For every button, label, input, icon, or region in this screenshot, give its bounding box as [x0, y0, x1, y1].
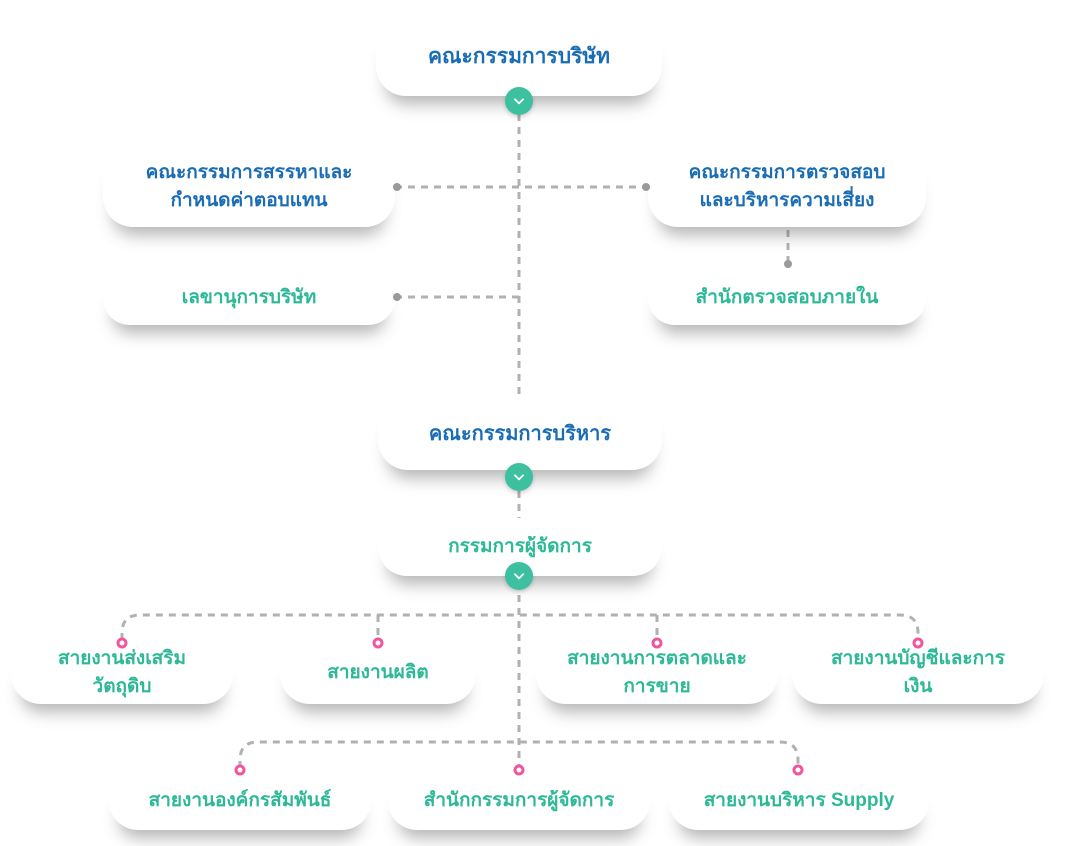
- node-managing-director-label: กรรมการผู้จัดการ: [448, 536, 592, 558]
- node-internal-audit-office-label: สำนักตรวจสอบภายใน: [695, 287, 879, 309]
- node-board-of-directors: คณะกรรมการบริษัท: [376, 18, 662, 96]
- node-marketing-sales-division: สายงานการตลาดและการขาย: [536, 642, 778, 704]
- node-executive-board-label: คณะกรรมการบริหาร: [428, 422, 612, 445]
- node-audit-risk-label: คณะกรรมการตรวจสอบและบริหารความเสี่ยง: [688, 162, 886, 211]
- chevron-down-icon: [514, 98, 524, 105]
- node-nomination-remuneration-label: คณะกรรมการสรรหาและกำหนดค่าตอบแทน: [145, 162, 353, 211]
- node-managing-director-office: สำนักกรรมการผู้จัดการ: [388, 772, 650, 830]
- node-production-label: สายงานผลิต: [327, 662, 429, 684]
- node-corporate-relations-division: สายงานองค์กรสัมพันธ์: [109, 772, 371, 830]
- node-accounting-finance-label: สายงานบัญชีและการเงิน: [831, 648, 1005, 697]
- connector-rail-row1: [120, 613, 920, 640]
- node-supply-management-label: สายงานบริหาร Supply: [703, 790, 895, 812]
- node-company-secretary-label: เลขานุการบริษัท: [181, 287, 317, 309]
- connector-rail-row2: [238, 740, 800, 768]
- node-executive-board: คณะกรรมการบริหาร: [378, 398, 662, 470]
- node-accounting-finance-division: สายงานบัญชีและการเงิน: [792, 642, 1044, 704]
- chevron-down-icon: [514, 573, 524, 580]
- node-internal-audit-office: สำนักตรวจสอบภายใน: [648, 271, 926, 325]
- node-raw-material-label: สายงานส่งเสริมวัตถุดิบ: [57, 648, 187, 697]
- node-raw-material-promotion-division: สายงานส่งเสริมวัตถุดิบ: [11, 642, 233, 704]
- node-company-secretary: เลขานุการบริษัท: [103, 271, 395, 325]
- node-supply-management-division: สายงานบริหาร Supply: [669, 772, 929, 830]
- executive-board-collapse-toggle[interactable]: [505, 463, 533, 491]
- node-audit-risk-committee: คณะกรรมการตรวจสอบและบริหารความเสี่ยง: [648, 147, 926, 227]
- gray-dot-internal-audit: [784, 260, 792, 268]
- node-marketing-sales-label: สายงานการตลาดและการขาย: [567, 648, 747, 697]
- managing-director-collapse-toggle[interactable]: [505, 562, 533, 590]
- node-corporate-relations-label: สายงานองค์กรสัมพันธ์: [148, 790, 332, 812]
- chevron-down-icon: [514, 474, 524, 481]
- node-board-of-directors-label: คณะกรรมการบริษัท: [427, 44, 610, 68]
- board-collapse-toggle[interactable]: [505, 87, 533, 115]
- node-production-division: สายงานผลิต: [280, 642, 476, 704]
- node-managing-director-office-label: สำนักกรรมการผู้จัดการ: [423, 790, 615, 812]
- node-nomination-remuneration-committee: คณะกรรมการสรรหาและกำหนดค่าตอบแทน: [103, 147, 395, 227]
